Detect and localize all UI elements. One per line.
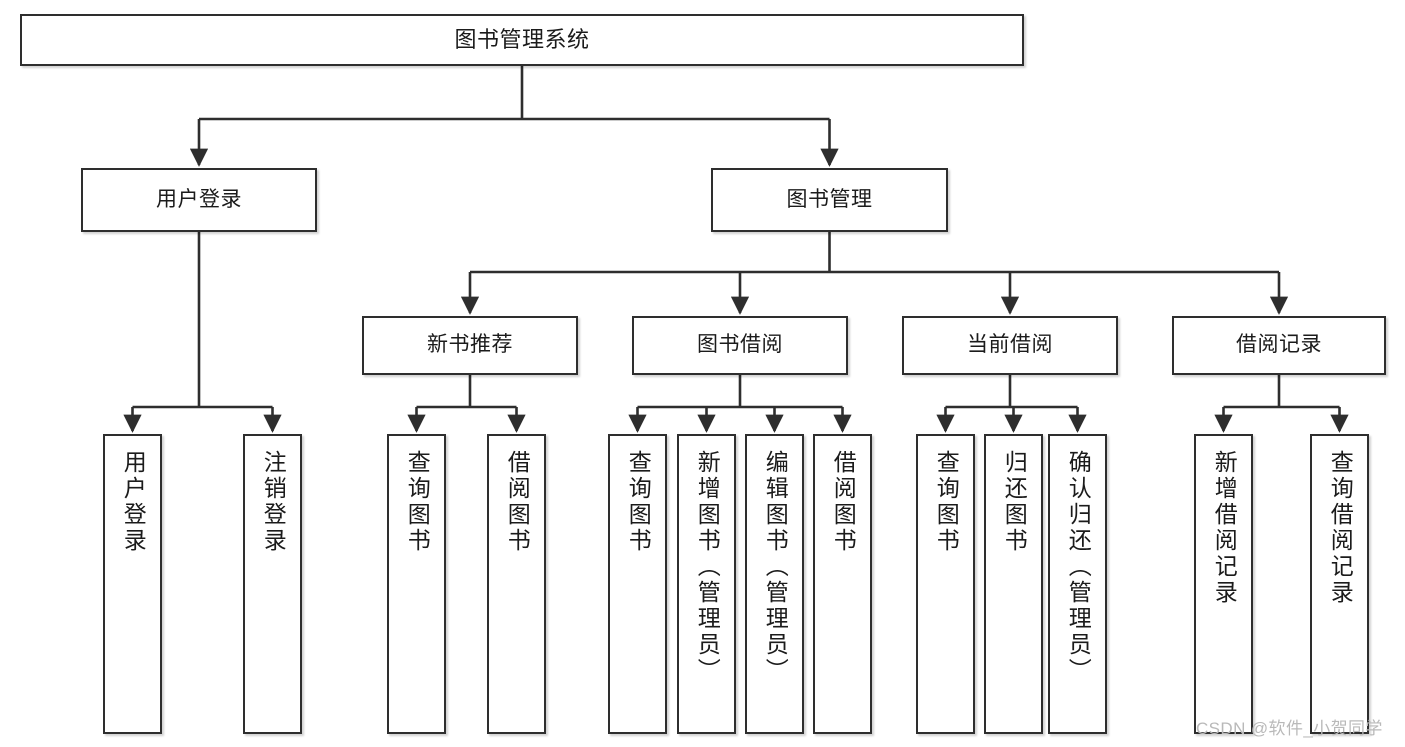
node-label: 归还图书: [1001, 450, 1028, 554]
node-leaf-user-login: 用户登录: [103, 434, 162, 734]
node-leaf-edit-book: 编辑图书（管理员）: [745, 434, 804, 734]
node-leaf-query-book-rec: 查询图书: [387, 434, 446, 734]
node-user-login: 用户登录: [81, 168, 317, 232]
node-borrow-record: 借阅记录: [1172, 316, 1386, 375]
node-leaf-query-book: 查询图书: [608, 434, 667, 734]
node-leaf-add-record: 新增借阅记录: [1194, 434, 1253, 734]
node-label: 图书管理: [786, 187, 873, 211]
node-label: 图书管理系统: [454, 27, 590, 53]
node-label: 当前借阅: [967, 333, 1053, 357]
node-leaf-add-book: 新增图书（管理员）: [677, 434, 736, 734]
watermark: CSDN @软件_小贺同学: [1196, 719, 1383, 738]
node-label: 查询图书: [404, 450, 431, 554]
node-leaf-confirm-return: 确认归还（管理员）: [1048, 434, 1107, 734]
node-book-borrow: 图书借阅: [632, 316, 848, 375]
node-label: 查询图书: [933, 450, 960, 554]
node-leaf-query-record: 查询借阅记录: [1310, 434, 1369, 734]
node-label: 新增借阅记录: [1211, 450, 1238, 606]
node-label: 注销登录: [260, 450, 287, 554]
node-label: 图书借阅: [697, 333, 783, 357]
node-label: 借阅图书: [830, 450, 857, 554]
node-label: 借阅记录: [1236, 333, 1322, 357]
node-label: 查询借阅记录: [1327, 450, 1354, 606]
node-new-book-recommend: 新书推荐: [362, 316, 578, 375]
node-label: 编辑图书（管理员）: [762, 450, 789, 684]
node-label: 新增图书（管理员）: [694, 450, 721, 684]
node-label: 新书推荐: [427, 333, 513, 357]
node-label: 用户登录: [156, 187, 242, 211]
node-label: 借阅图书: [504, 450, 531, 554]
node-leaf-borrow-book-rec: 借阅图书: [487, 434, 546, 734]
node-current-borrow: 当前借阅: [902, 316, 1118, 375]
node-book-management: 图书管理: [711, 168, 948, 232]
node-root: 图书管理系统: [20, 14, 1024, 66]
node-leaf-user-logout: 注销登录: [243, 434, 302, 734]
node-label: 查询图书: [625, 450, 652, 554]
node-label: 确认归还（管理员）: [1065, 450, 1092, 684]
node-leaf-borrow-book: 借阅图书: [813, 434, 872, 734]
node-leaf-return-book: 归还图书: [984, 434, 1043, 734]
node-leaf-query-book-cur: 查询图书: [916, 434, 975, 734]
node-label: 用户登录: [120, 450, 147, 554]
